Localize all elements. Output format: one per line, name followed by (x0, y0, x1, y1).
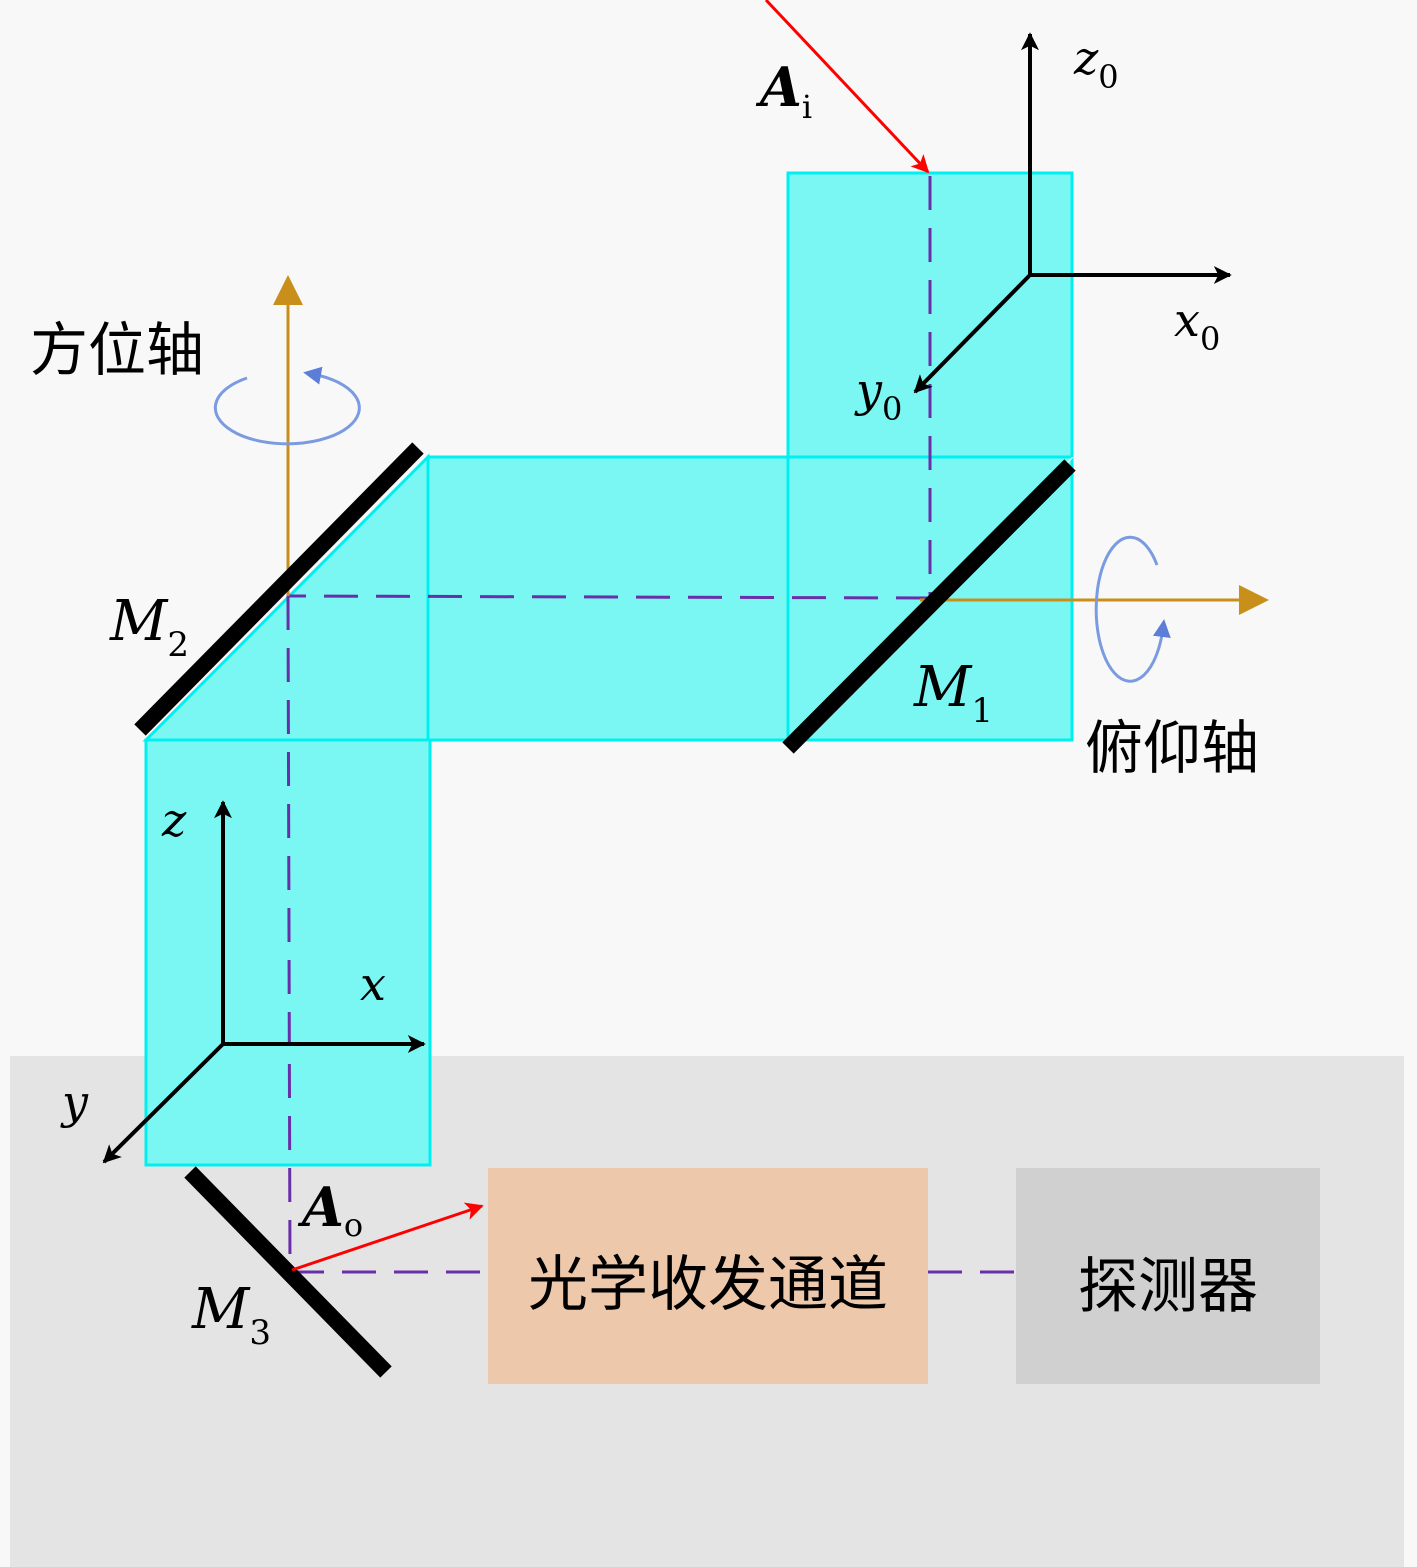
mirror-m3 (184, 1166, 392, 1378)
frame-y-axis (102, 1042, 225, 1164)
frame0-x-label: x0 (1174, 293, 1220, 358)
detector-box (1016, 1168, 1320, 1384)
optical-path-m2-m3 (286, 595, 292, 1273)
frame0-y-label: y0 (854, 363, 902, 428)
mirror-m3-label: M3 (191, 1277, 271, 1353)
incident-ray-arrow (764, 0, 930, 174)
beam-segment-vertical (144, 738, 432, 1167)
mirror-m2 (134, 442, 424, 736)
elevation-axis-label: 俯仰轴 (1085, 714, 1259, 782)
frame-x-label: x (360, 957, 386, 1011)
frame0-axes (913, 32, 1232, 394)
frame-z-label: z (161, 793, 187, 847)
transceiver-box (488, 1168, 928, 1384)
optical-path-m1-m2 (287, 594, 931, 600)
mirror-m1 (782, 459, 1076, 754)
frame0-z-label: z0 (1073, 31, 1119, 96)
output-ray-arrow (291, 1202, 484, 1272)
mirror-m2-label: M2 (109, 589, 189, 665)
incident-ray-label: Ai (755, 55, 812, 126)
mirror-m1-label: M1 (913, 655, 993, 731)
frame-y-label: y (60, 1075, 89, 1129)
output-ray-label: Ao (297, 1175, 363, 1244)
azimuth-axis-label: 方位轴 (30, 316, 204, 384)
elevation-rotation-icon (1094, 535, 1171, 683)
beam-segment-horizontal (426, 455, 790, 742)
frame-axes (102, 800, 426, 1164)
frame0-y-axis (913, 273, 1032, 394)
azimuth-rotation-icon (213, 366, 361, 446)
transceiver-label: 光学收发通道 (528, 1250, 888, 1320)
detector-label: 探测器 (1078, 1252, 1258, 1322)
